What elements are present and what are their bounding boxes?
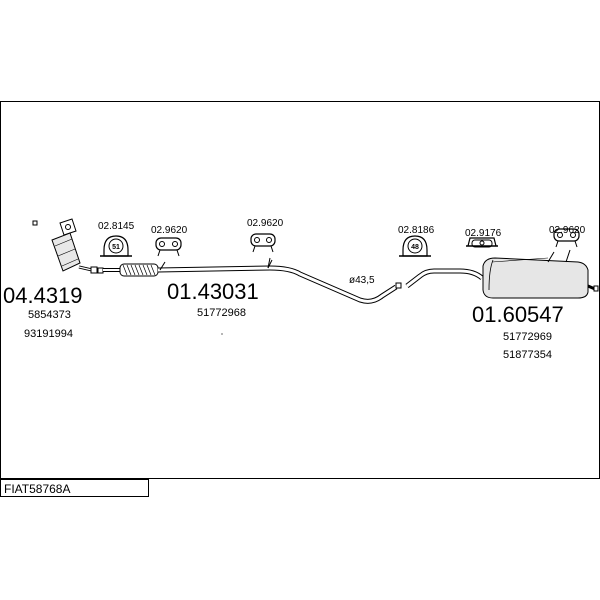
catalyst-part[interactable] — [32, 218, 98, 274]
diameter-label: ø43,5 — [349, 275, 375, 286]
accessory-number: 02.9620 — [549, 225, 586, 236]
oe-reference: 5854373 — [28, 309, 71, 321]
part-number: 04.4319 — [3, 283, 83, 308]
accessory-number: 02.9620 — [247, 218, 284, 229]
accessory-number: 02.8186 — [398, 225, 435, 236]
accessory-number: 02.9620 — [151, 225, 188, 236]
clamp-badge: 51 — [112, 244, 120, 251]
part-number: 01.43031 — [167, 279, 259, 304]
rubber-hanger-icon[interactable] — [553, 228, 580, 248]
middle-pipe-part[interactable] — [97, 257, 402, 335]
rubber-hanger-icon[interactable] — [155, 237, 182, 257]
diagram-code-box: FIAT58768A — [0, 479, 149, 497]
oe-reference: 51772968 — [197, 307, 246, 319]
accessory-number: 02.8145 — [98, 221, 135, 232]
diagram-code: FIAT58768A — [4, 482, 71, 496]
bracket-icon[interactable] — [466, 237, 498, 248]
part-number: 01.60547 — [472, 302, 564, 327]
clamp-badge: 48 — [411, 244, 419, 251]
oe-reference: 51877354 — [503, 349, 552, 361]
clamp-48-icon[interactable] — [399, 235, 431, 257]
oe-reference: 51772969 — [503, 331, 552, 343]
accessory-number: 02.9176 — [465, 228, 502, 239]
rubber-hanger-icon[interactable] — [250, 233, 276, 253]
clamp-51-icon[interactable] — [100, 235, 132, 257]
rear-silencer-part[interactable] — [405, 249, 599, 299]
oe-reference: 93191994 — [24, 328, 73, 340]
